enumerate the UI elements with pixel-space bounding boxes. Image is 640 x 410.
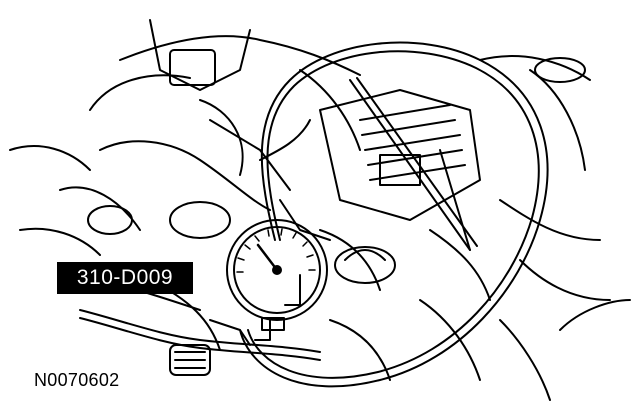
lower-hoses [79,279,321,376]
figure-id: N0070602 [34,370,120,390]
gauge-hose [239,41,549,388]
fuel-pressure-gauge-icon [226,219,328,341]
engine-linework [9,19,631,401]
tool-callout-label: 310-D009 [57,262,193,294]
